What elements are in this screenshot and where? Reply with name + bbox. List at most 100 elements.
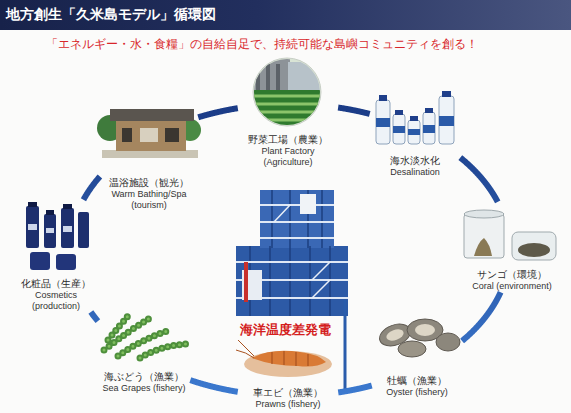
cycle-link xyxy=(462,292,501,341)
bottles-illustration-part xyxy=(423,125,435,133)
plant-factory-illustration-part-part xyxy=(266,64,270,92)
bottles-illustration-part xyxy=(439,96,454,144)
bottles-illustration-part xyxy=(395,110,403,115)
coral-illustration-part xyxy=(464,210,504,218)
node-sublabel: Desalination xyxy=(390,167,440,178)
cycle-link xyxy=(460,158,497,202)
cycle-node: 温浴施設（観光）Warm Bathing/Spa (tourism) xyxy=(100,103,198,211)
bottles-illustration-part xyxy=(423,112,435,144)
prawn-illustration-part xyxy=(252,351,326,367)
coral-illustration-part xyxy=(512,232,556,260)
bottles-illustration-part xyxy=(379,95,387,101)
node-sublabel: Sea Grapes (fishery) xyxy=(102,383,185,394)
coral-illustration-part xyxy=(518,243,550,257)
otec-plant-illustration-part xyxy=(260,190,334,248)
node-label: 海洋温度差発電 xyxy=(240,322,331,338)
cosmetics-illustration-part xyxy=(30,252,50,270)
cosmetics-illustration-part xyxy=(46,210,54,215)
cycle-node: 牡蠣（漁業）Oyster (fishery) xyxy=(372,312,462,398)
bottles-illustration-part xyxy=(408,120,420,144)
sea-grapes-illustration-part xyxy=(104,316,186,358)
node-sublabel: Warm Bathing/Spa (tourism) xyxy=(100,189,198,211)
node-label: 化粧品（生産） xyxy=(21,278,91,291)
otec-plant-illustration-part xyxy=(300,194,316,214)
center-node: 海洋温度差発電 xyxy=(215,185,355,338)
cycle-link xyxy=(91,312,98,321)
bottles-illustration-part xyxy=(439,116,454,126)
spa-illustration-part xyxy=(165,128,179,142)
oyster-illustration-part xyxy=(415,324,435,336)
bottles-illustration-part xyxy=(408,129,420,135)
cycle-node: 化粧品（生産）Cosmetics (production) xyxy=(20,200,92,312)
node-label: 車エビ（漁業） xyxy=(253,387,323,400)
cosmetics-illustration-part xyxy=(28,202,37,207)
node-sublabel: Coral (environment) xyxy=(472,281,552,292)
cosmetics-illustration-part xyxy=(61,208,74,248)
node-label: サンゴ（環境） xyxy=(477,269,547,282)
prawn-illustration-part xyxy=(236,340,254,358)
otec-plant-illustration-part xyxy=(244,262,248,302)
oyster-illustration-part xyxy=(436,333,460,351)
coral-illustration-part xyxy=(474,238,492,256)
cosmetics-illustration-part xyxy=(63,204,72,209)
cycle-node: サンゴ（環境）Coral (environment) xyxy=(462,202,562,292)
plant-factory-illustration-part-part xyxy=(288,62,328,92)
cosmetics-illustration-part xyxy=(63,226,72,232)
plant-factory-illustration-part-part xyxy=(250,90,330,130)
node-label: 温浴施設（観光） xyxy=(109,177,189,190)
cosmetics-illustration-part xyxy=(78,212,89,248)
node-sublabel: Cosmetics (production) xyxy=(20,290,92,312)
node-label: 野菜工場（農業） xyxy=(248,134,328,147)
spa-illustration-part xyxy=(140,128,158,142)
subtitle-note: 「エネルギー・水・食糧」の自給自足で、持続可能な島嶼コミュニティを創る！ xyxy=(46,36,478,53)
otec-plant-illustration-part xyxy=(274,205,330,298)
node-label: 牡蠣（漁業） xyxy=(387,375,447,388)
spa-illustration-part xyxy=(110,109,194,121)
bottles-illustration xyxy=(376,91,454,144)
plant-factory-illustration xyxy=(250,58,330,130)
bottles-illustration-part xyxy=(442,91,451,97)
coral-illustration xyxy=(464,210,556,260)
cosmetics-illustration-part xyxy=(56,254,76,270)
cycle-link xyxy=(190,380,237,392)
cosmetics-illustration-part xyxy=(44,214,56,248)
plant-factory-illustration-part-part xyxy=(252,96,322,120)
spa-illustration-part xyxy=(116,120,186,151)
sea-grapes-illustration-part xyxy=(104,316,186,358)
sea-grapes-illustration xyxy=(104,316,186,358)
plant-factory-illustration-part xyxy=(250,58,330,130)
plant-factory-illustration-part-part xyxy=(250,58,290,92)
node-sublabel: Prawns (fishery) xyxy=(255,399,320,410)
cycle-link xyxy=(83,176,100,199)
cycle-node: 海水淡水化Desalination xyxy=(370,88,460,178)
bottles-illustration-part xyxy=(410,116,418,121)
cycle-link xyxy=(338,108,370,114)
pipe-line xyxy=(344,300,347,390)
node-label: 海ぶどう（漁業） xyxy=(104,371,184,384)
otec-plant-illustration xyxy=(236,190,348,316)
plant-factory-illustration-part-part xyxy=(276,64,280,92)
bottles-illustration-part xyxy=(376,100,390,144)
cycle-node: 車エビ（漁業）Prawns (fishery) xyxy=(238,333,338,410)
cosmetics-illustration-part xyxy=(26,206,39,248)
cosmetics-illustration-part xyxy=(46,228,54,233)
bottles-illustration-part xyxy=(425,108,433,113)
prawn-illustration-part xyxy=(272,351,308,366)
cycle-link xyxy=(338,386,372,393)
poster-title: 地方創生「久米島モデル」循環図 xyxy=(6,6,216,24)
bottles-illustration-part xyxy=(393,114,405,144)
cycle-node: 海ぶどう（漁業）Sea Grapes (fishery) xyxy=(98,312,190,394)
node-sublabel: Plant Factory (Agriculture) xyxy=(238,146,338,168)
prawn-illustration-part xyxy=(244,351,332,377)
prawn-illustration xyxy=(236,340,332,377)
oyster-illustration-part xyxy=(385,327,405,343)
cycle-link xyxy=(198,108,238,117)
cosmetics-illustration-part xyxy=(28,224,37,230)
node-sublabel: Oyster (fishery) xyxy=(386,387,448,398)
title-band xyxy=(0,0,571,30)
cosmetics-illustration xyxy=(26,202,89,270)
bottles-illustration-part xyxy=(376,118,390,127)
oyster-illustration xyxy=(377,319,460,357)
